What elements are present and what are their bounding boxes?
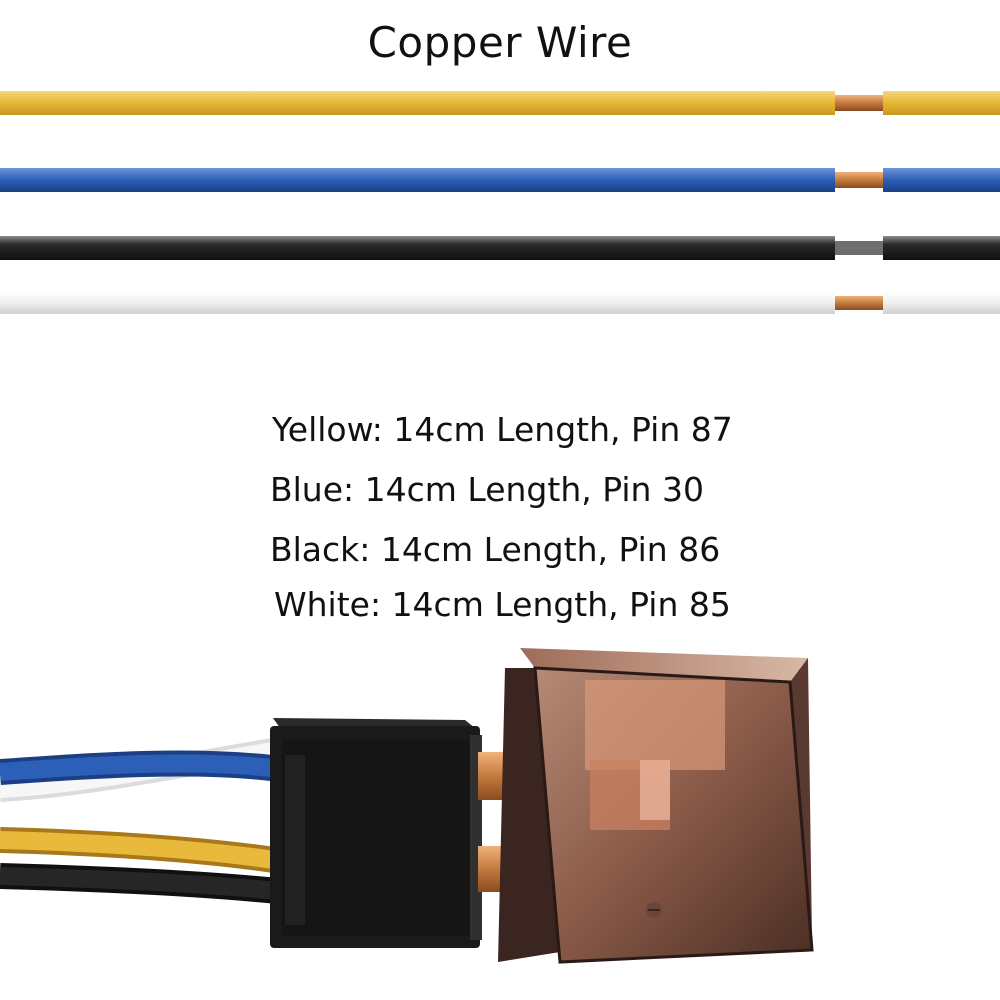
yellow-wire: [0, 91, 1000, 115]
spec-yellow: Yellow: 14cm Length, Pin 87: [272, 410, 733, 449]
page-title: Copper Wire: [367, 18, 633, 67]
spec-white: White: 14cm Length, Pin 85: [274, 585, 731, 624]
black-wire: [0, 236, 1000, 260]
white-wire: [0, 292, 1000, 314]
spec-black: Black: 14cm Length, Pin 86: [270, 530, 721, 569]
relay-body: [498, 648, 814, 964]
blue-wire: [0, 168, 1000, 192]
harness-wires: [0, 736, 290, 905]
relay-socket: [270, 718, 482, 948]
spec-blue: Blue: 14cm Length, Pin 30: [270, 470, 704, 509]
